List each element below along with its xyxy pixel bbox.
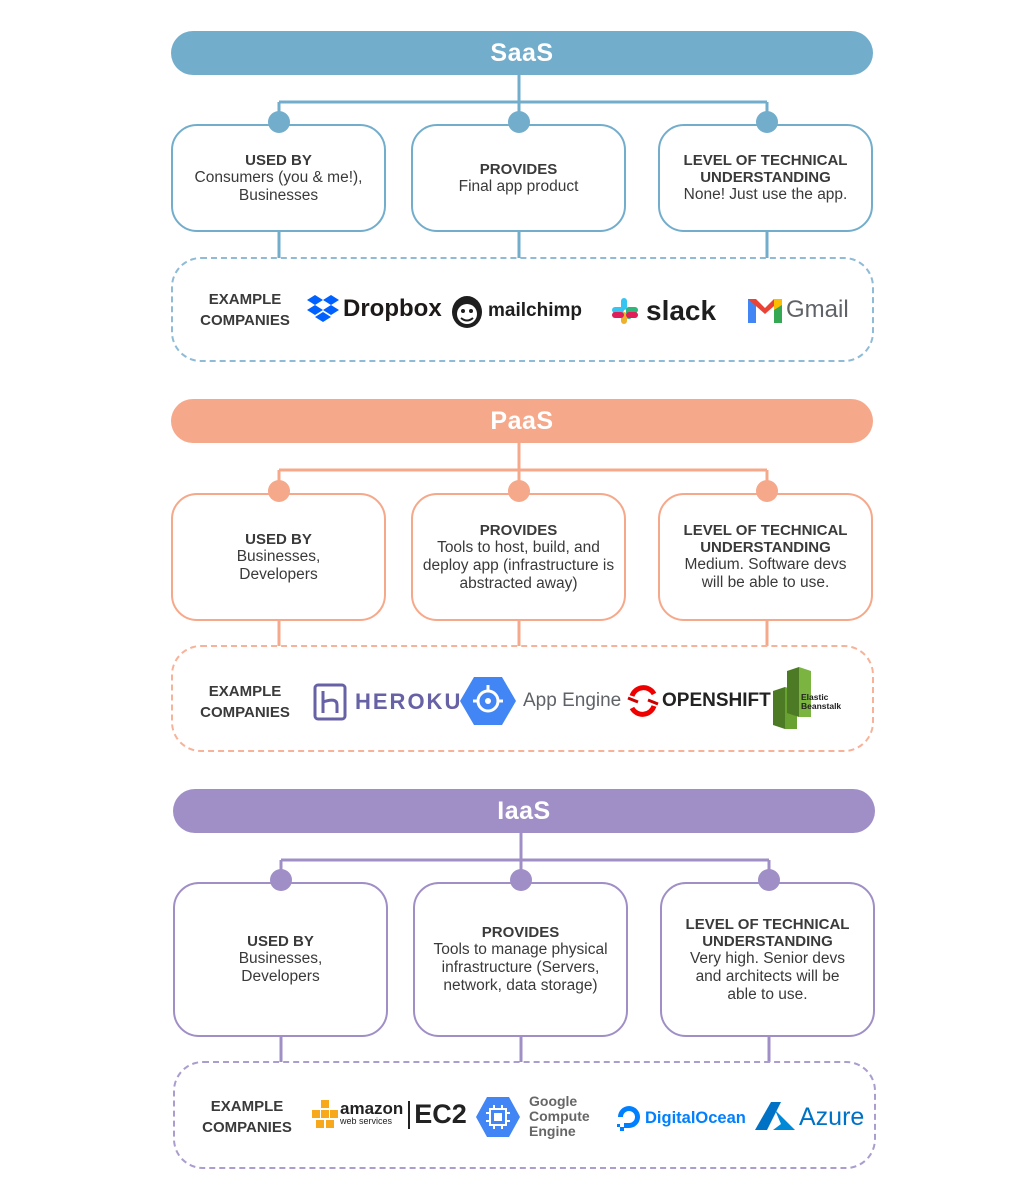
digitalocean-icon xyxy=(617,1106,640,1131)
saas-dot-2 xyxy=(508,111,530,133)
gmail-wordmark: Gmail xyxy=(786,296,849,323)
slack-icon xyxy=(612,298,638,324)
saas-provides-box: PROVIDES Final app product xyxy=(411,124,626,232)
slack-wordmark: slack xyxy=(646,295,717,326)
gce-wordmark: Google Compute Engine xyxy=(529,1093,590,1139)
app-engine-wordmark: App Engine xyxy=(523,690,622,711)
paas-provides-box: PROVIDES Tools to host, build, and deplo… xyxy=(411,493,626,621)
iaas-level-text: Very high. Senior devs and architects wi… xyxy=(689,949,846,1003)
iaas-examples-box: EXAMPLE COMPANIES amazon web services EC… xyxy=(173,1061,876,1169)
heroku-icon xyxy=(313,683,347,721)
iaas-used-by-heading: USED BY xyxy=(247,933,314,950)
saas-dot-3 xyxy=(756,111,778,133)
paas-dot-2 xyxy=(508,480,530,502)
iaas-dot-3 xyxy=(758,869,780,891)
paas-provides-heading: PROVIDES xyxy=(479,521,558,539)
elastic-beanstalk-icon xyxy=(773,667,811,729)
iaas-dot-2 xyxy=(510,869,532,891)
paas-used-by-heading: USED BY xyxy=(245,530,312,548)
aws-amazon-wordmark: amazon xyxy=(340,1098,404,1118)
paas-level-heading: LEVEL OF TECHNICAL UNDERSTANDING xyxy=(683,522,848,556)
iaas-provides-box: PROVIDES Tools to manage physical infras… xyxy=(413,882,628,1037)
paas-section: PaaS USED BY Businesses, Developers PROV… xyxy=(171,399,874,752)
azure-icon xyxy=(755,1102,795,1130)
azure-logo: Azure xyxy=(755,1102,864,1132)
openshift-logo: OPENSHIFT xyxy=(626,684,771,718)
saas-connectors xyxy=(277,75,769,258)
slack-logo: slack xyxy=(610,295,716,327)
saas-provides-heading: PROVIDES xyxy=(479,160,558,178)
saas-example-label: EXAMPLE COMPANIES xyxy=(200,291,290,329)
iaas-provides-text: Tools to manage physical infrastructure … xyxy=(433,941,608,994)
paas-used-by-text: Businesses, Developers xyxy=(236,547,321,583)
digitalocean-wordmark: DigitalOcean xyxy=(645,1108,746,1127)
paas-example-label: EXAMPLE COMPANIES xyxy=(200,683,290,721)
iaas-title: IaaS xyxy=(173,789,875,833)
azure-wordmark: Azure xyxy=(799,1102,865,1131)
paas-dot-3 xyxy=(756,480,778,502)
saas-provides-text: Final app product xyxy=(458,177,579,195)
mailchimp-wordmark: mailchimp xyxy=(488,300,582,321)
iaas-level-heading: LEVEL OF TECHNICAL UNDERSTANDING xyxy=(685,915,850,950)
paas-provides-text: Tools to host, build, and deploy app (in… xyxy=(422,538,615,592)
aws-web-services-wordmark: web services xyxy=(340,1115,393,1126)
paas-title: PaaS xyxy=(171,399,873,443)
iaas-used-by-box: USED BY Businesses, Developers xyxy=(173,882,388,1037)
saas-level-box: LEVEL OF TECHNICAL UNDERSTANDING None! J… xyxy=(658,124,873,232)
iaas-provides-heading: PROVIDES xyxy=(481,924,560,941)
aws-cubes-icon xyxy=(312,1099,338,1128)
elastic-beanstalk-label: Elastic Beanstalk xyxy=(801,692,842,711)
iaas-used-by-text: Businesses, Developers xyxy=(238,950,323,985)
openshift-wordmark: OPENSHIFT xyxy=(662,690,771,711)
dropbox-wordmark: Dropbox xyxy=(343,295,442,322)
iaas-dot-1 xyxy=(270,869,292,891)
saas-level-text: None! Just use the app. xyxy=(683,186,848,203)
iaas-level-box: LEVEL OF TECHNICAL UNDERSTANDING Very hi… xyxy=(660,882,875,1037)
ec2-wordmark: EC2 xyxy=(414,1099,467,1129)
paas-examples-box: EXAMPLE COMPANIES HEROKU App Engine xyxy=(171,645,874,752)
paas-level-text: Medium. Software devs will be able to us… xyxy=(684,556,847,591)
heroku-logo: HEROKU xyxy=(313,683,462,721)
saas-examples-box: EXAMPLE COMPANIES Dropbox xyxy=(171,257,874,362)
mailchimp-logo: mailchimp xyxy=(449,292,582,330)
saas-used-by-heading: USED BY xyxy=(245,151,312,169)
paas-dot-1 xyxy=(268,480,290,502)
dropbox-logo: Dropbox xyxy=(306,294,442,324)
dropbox-icon xyxy=(307,295,339,322)
digitalocean-logo: DigitalOcean xyxy=(615,1104,746,1132)
app-engine-logo: App Engine xyxy=(459,675,621,727)
saas-used-by-text: Consumers (you & me!), Businesses xyxy=(194,168,363,204)
gce-logo: Google Compute Engine xyxy=(475,1094,599,1139)
elastic-beanstalk-logo: Elastic Beanstalk xyxy=(771,667,851,731)
saas-used-by-box: USED BY Consumers (you & me!), Businesse… xyxy=(171,124,386,232)
saas-dot-1 xyxy=(268,111,290,133)
heroku-wordmark: HEROKU xyxy=(355,689,463,714)
openshift-icon xyxy=(627,685,659,717)
saas-title: SaaS xyxy=(171,31,873,75)
aws-ec2-logo: amazon web services EC2 xyxy=(312,1099,467,1130)
gmail-icon xyxy=(748,299,782,323)
saas-level-heading: LEVEL OF TECHNICAL UNDERSTANDING xyxy=(683,152,848,186)
paas-level-box: LEVEL OF TECHNICAL UNDERSTANDING Medium.… xyxy=(658,493,873,621)
gmail-logo: Gmail xyxy=(747,296,849,324)
saas-section: SaaS USED BY Consumers (you & me!), Busi… xyxy=(0,0,1024,370)
iaas-example-label: EXAMPLE COMPANIES xyxy=(202,1098,292,1136)
compute-engine-icon xyxy=(476,1096,520,1137)
app-engine-icon xyxy=(460,677,516,725)
mailchimp-icon xyxy=(452,296,482,328)
